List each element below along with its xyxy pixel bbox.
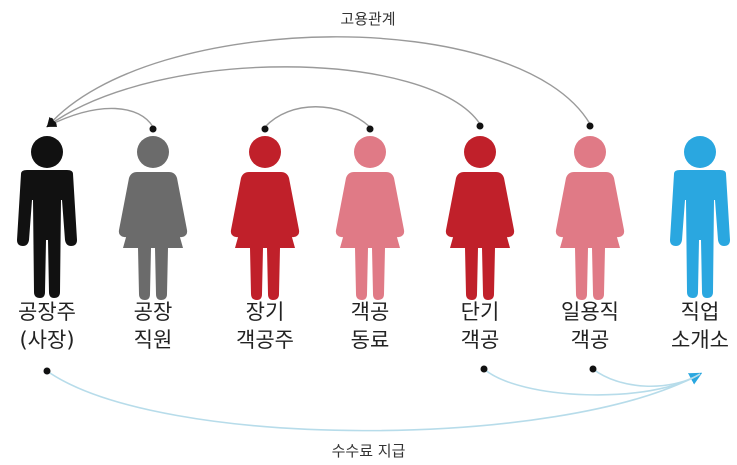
factory-staff-label-line-1: 공장 (133, 300, 173, 324)
long-term-head-worker-label-line-1: 장기 (245, 300, 285, 324)
dot-head-worker (261, 125, 269, 133)
daily-worker-figure-icon (555, 136, 625, 300)
daily-worker-label-line-1: 일용직 (561, 300, 619, 324)
fee-owner-to-agency (46, 370, 703, 432)
arc-daily-to-owner (46, 36, 591, 128)
fee-caption: 수수료 지급 (331, 442, 406, 460)
job-agency-label-line-2: 소개소 (671, 328, 729, 352)
fee-arrows (46, 368, 703, 432)
fee-daily-to-agency (592, 368, 701, 388)
job-agency-label-line-1: 직업 (680, 300, 720, 324)
short-term-worker-label-line-1: 단기 (460, 300, 500, 324)
dot-daily (586, 122, 594, 130)
factory-owner-figure-icon (17, 136, 77, 298)
bottom-dots (43, 365, 597, 375)
dot-short-term (476, 122, 484, 130)
factory-owner-label-line-2: (사장) (19, 328, 75, 352)
dot-fellow (366, 125, 374, 133)
factory-owner-label-line-1: 공장주 (18, 300, 76, 324)
fee-short-term-to-agency (483, 368, 701, 396)
short-term-worker-label-line-2: 객공 (460, 328, 500, 352)
factory-staff-label-line-2: 직원 (133, 328, 173, 352)
factory-staff-figure-icon (118, 136, 188, 300)
long-term-head-worker-figure-icon (230, 136, 300, 300)
employment-caption: 고용관계 (340, 10, 396, 28)
dot-owner-bottom (43, 367, 51, 375)
fellow-worker-label-line-1: 객공 (350, 300, 390, 324)
long-term-head-worker-label-line-2: 객공주 (236, 328, 294, 352)
top-dots (149, 122, 594, 133)
dot-staff (149, 125, 157, 133)
fellow-worker-label-line-2: 동료 (350, 328, 390, 352)
daily-worker-label-line-2: 객공 (570, 328, 610, 352)
fellow-worker-figure-icon (335, 136, 405, 300)
arc-staff-to-owner (46, 107, 154, 128)
job-agency-figure-icon (670, 136, 730, 298)
arc-short-term-to-owner (46, 66, 481, 128)
dot-short-term-bottom (480, 365, 488, 373)
factory-owner-label: 공장주 (사장) (0, 298, 107, 354)
employment-arrows (46, 36, 591, 128)
short-term-worker-figure-icon (445, 136, 515, 300)
dot-daily-bottom (589, 365, 597, 373)
arc-fellow-to-head (264, 106, 371, 128)
